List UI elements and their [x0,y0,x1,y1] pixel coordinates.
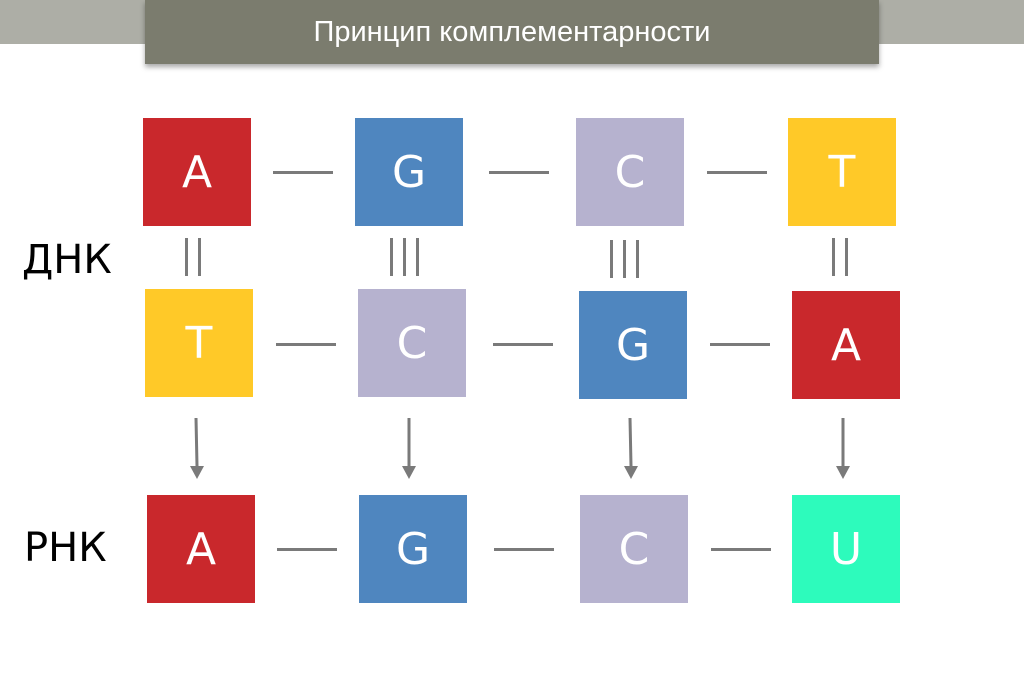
arrow-2-head [402,466,416,479]
arrow-1 [194,417,199,467]
dna-top-nucleotide-4: T [788,118,896,226]
dna-top-nucleotide-2: G [355,118,463,226]
rna-link-3 [711,548,771,551]
rna-label: РНК [24,525,107,571]
dna-bottom-nucleotide-2: C [358,289,466,397]
dna-bottom-nucleotide-1: T [145,289,253,397]
rna-nucleotide-2: G [359,495,467,603]
arrow-3-head [624,466,638,479]
hydrogen-bond-4 [832,238,848,276]
hydrogen-bond-3 [610,240,639,278]
dna-top-link-2 [489,171,549,174]
dna-bottom-nucleotide-3: G [579,291,687,399]
rna-link-1 [277,548,337,551]
dna-bottom-link-2 [493,343,553,346]
dna-top-nucleotide-3: C [576,118,684,226]
hydrogen-bond-1 [185,238,201,276]
arrow-3 [628,417,633,467]
dna-bottom-link-3 [710,343,770,346]
rna-nucleotide-1: A [147,495,255,603]
dna-label: ДНК [22,237,112,283]
dna-bottom-nucleotide-4: A [792,291,900,399]
title-bar: Принцип комплементарности [145,0,879,64]
rna-nucleotide-4: U [792,495,900,603]
dna-top-link-3 [707,171,767,174]
arrow-4-head [836,466,850,479]
dna-bottom-link-1 [276,343,336,346]
dna-top-link-1 [273,171,333,174]
arrow-1-head [190,466,204,479]
page-title: Принцип комплементарности [313,15,711,48]
hydrogen-bond-2 [390,238,419,276]
rna-nucleotide-3: C [580,495,688,603]
dna-top-nucleotide-1: A [143,118,251,226]
rna-link-2 [494,548,554,551]
